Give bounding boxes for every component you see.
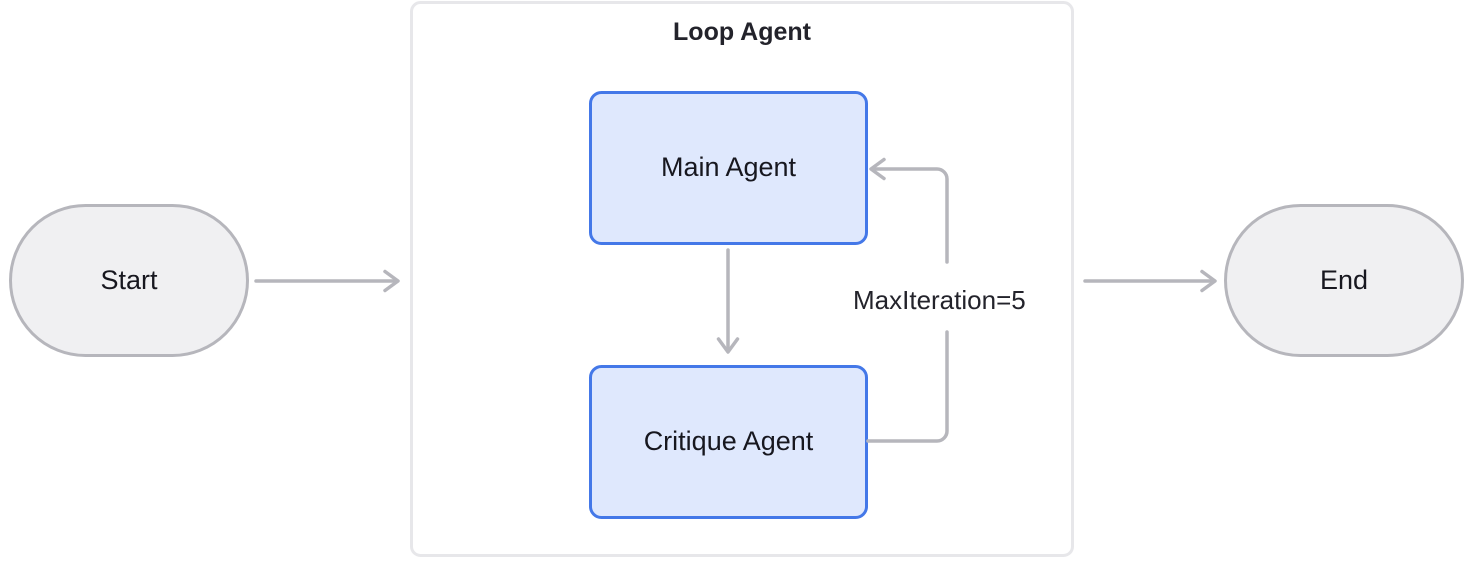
node-start-shape[interactable] — [9, 204, 249, 357]
edge-main-agent-to-critique-agent — [716, 248, 740, 354]
edge-loop-agent-to-end — [1083, 269, 1217, 293]
node-end[interactable] — [1225, 205, 1463, 356]
edge-start-to-loop-agent — [254, 269, 400, 293]
node-main-agent[interactable] — [590, 92, 867, 244]
node-start[interactable] — [10, 205, 248, 356]
node-end-shape[interactable] — [1224, 204, 1464, 357]
edge-critique-agent-to-main-agent-loop — [866, 157, 949, 443]
group-loop-agent-title: Loop Agent — [673, 18, 811, 46]
node-critique-agent[interactable] — [590, 366, 867, 518]
node-main-agent-shape[interactable] — [589, 91, 868, 245]
edge-label-max-iteration: MaxIteration=5 — [846, 283, 1033, 318]
group-loop-agent-container[interactable] — [410, 1, 1074, 557]
node-critique-agent-shape[interactable] — [589, 365, 868, 519]
